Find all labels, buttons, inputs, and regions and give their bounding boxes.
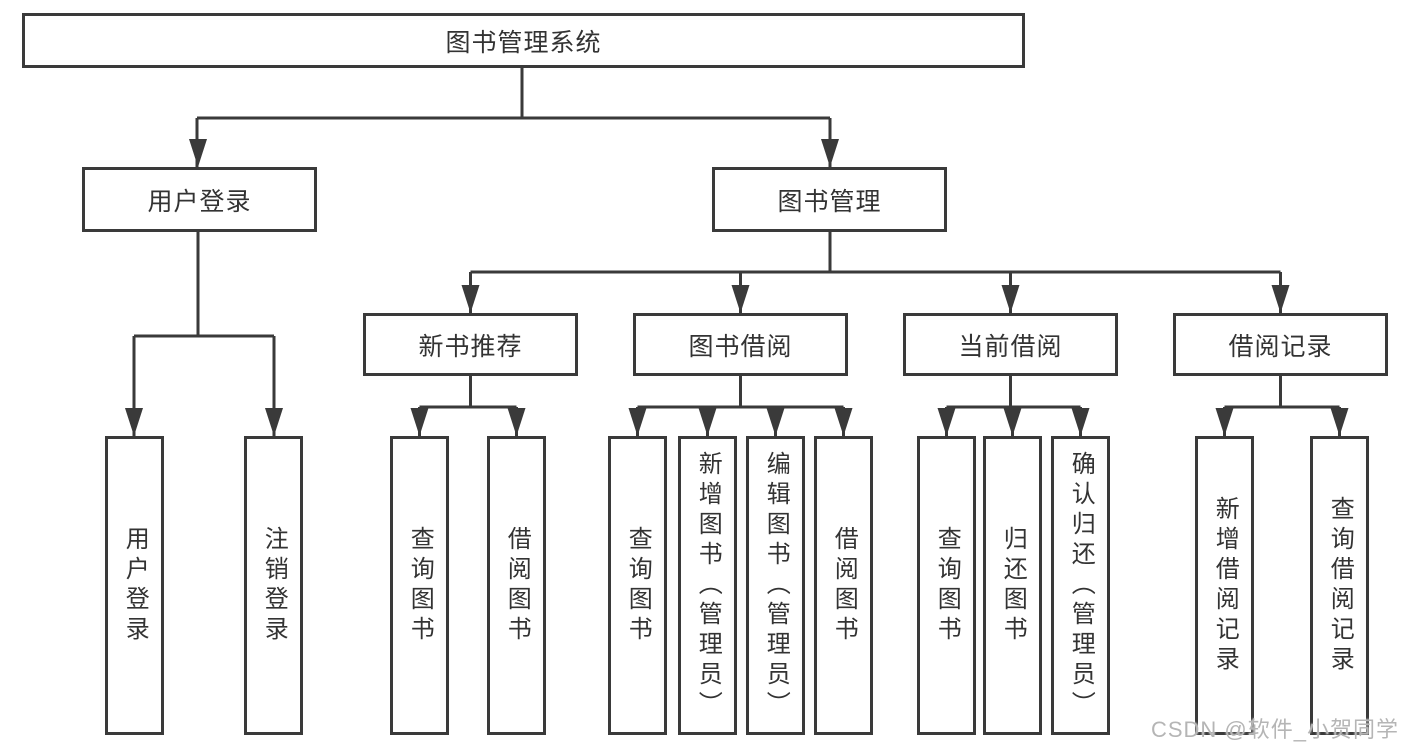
node-label: 归还图书 <box>999 525 1027 646</box>
node-borrow-records: 借阅记录 <box>1173 313 1388 376</box>
arrowhead <box>507 408 526 436</box>
connector-borrow-records <box>1223 376 1341 436</box>
leaf-borrow-books: 借阅图书 <box>814 436 873 735</box>
node-label: 注销登录 <box>260 525 288 646</box>
node-label: 当前借阅 <box>958 332 1063 361</box>
leaf-add-borrow-record: 新增借阅记录 <box>1195 436 1254 735</box>
connector-new-book-recommend <box>418 376 518 436</box>
leaf-confirm-return-admin: 确认归还（管理员） <box>1051 436 1110 735</box>
watermark: CSDN @软件_小贺同学 <box>1150 717 1399 742</box>
node-label: 用户登录 <box>147 187 252 216</box>
leaf-query-books-recommend: 查询图书 <box>390 436 449 735</box>
connector-user-login <box>132 232 276 436</box>
node-label: 新增图书（管理员） <box>694 450 722 721</box>
node-user-login: 用户登录 <box>82 167 317 232</box>
arrowhead <box>410 408 429 436</box>
leaf-query-books-current: 查询图书 <box>917 436 976 735</box>
node-label: 查询借阅记录 <box>1326 495 1354 676</box>
arrowhead <box>766 408 785 436</box>
leaf-user-login: 用户登录 <box>105 436 164 735</box>
arrowhead <box>1001 285 1020 313</box>
arrowhead <box>125 408 143 436</box>
leaf-logout: 注销登录 <box>244 436 303 735</box>
node-current-borrow: 当前借阅 <box>903 313 1118 376</box>
leaf-query-borrow-record: 查询借阅记录 <box>1310 436 1369 735</box>
node-book-borrow: 图书借阅 <box>633 313 848 376</box>
leaf-return-books: 归还图书 <box>983 436 1042 735</box>
arrowhead <box>265 408 283 436</box>
node-label: 借阅图书 <box>503 525 531 646</box>
arrowhead <box>1071 408 1090 436</box>
connector-book-borrow <box>636 376 845 436</box>
node-book-management-system: 图书管理系统 <box>22 13 1025 68</box>
arrowhead <box>1271 285 1290 313</box>
node-book-management: 图书管理 <box>712 167 947 232</box>
connector-book-management <box>469 232 1282 313</box>
node-label: 新书推荐 <box>418 332 523 361</box>
node-label: 图书管理 <box>777 187 882 216</box>
leaf-add-books-admin: 新增图书（管理员） <box>678 436 737 735</box>
node-label: 编辑图书（管理员） <box>762 450 790 721</box>
arrowhead <box>1003 408 1022 436</box>
arrowhead <box>821 139 839 167</box>
node-label: 图书借阅 <box>688 332 793 361</box>
arrowhead <box>698 408 717 436</box>
arrowhead <box>937 408 956 436</box>
leaf-query-books-borrow: 查询图书 <box>608 436 667 735</box>
leaf-edit-books-admin: 编辑图书（管理员） <box>746 436 805 735</box>
leaf-borrow-books-recommend: 借阅图书 <box>487 436 546 735</box>
node-label: 用户登录 <box>121 525 149 646</box>
arrowhead <box>834 408 853 436</box>
arrowhead <box>731 285 750 313</box>
node-new-book-recommend: 新书推荐 <box>363 313 578 376</box>
node-label: 确认归还（管理员） <box>1067 450 1095 721</box>
arrowhead <box>628 408 647 436</box>
arrowhead <box>1215 408 1234 436</box>
node-label: 查询图书 <box>406 525 434 646</box>
node-label: 查询图书 <box>933 525 961 646</box>
node-label: 图书管理系统 <box>445 28 602 57</box>
arrowhead <box>1330 408 1349 436</box>
arrowhead <box>189 139 207 167</box>
connector-root <box>195 68 832 167</box>
arrowhead <box>461 285 480 313</box>
node-label: 新增借阅记录 <box>1211 495 1239 676</box>
node-label: 查询图书 <box>624 525 652 646</box>
node-label: 借阅图书 <box>830 525 858 646</box>
arrowheads <box>125 139 1349 436</box>
node-label: 借阅记录 <box>1228 332 1333 361</box>
